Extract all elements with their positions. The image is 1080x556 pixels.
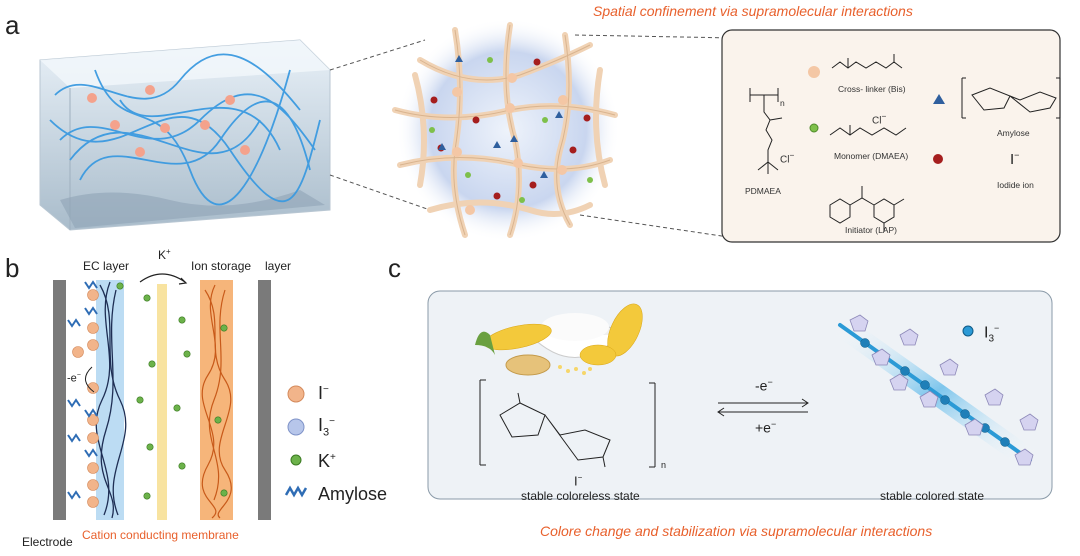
membrane <box>157 284 167 520</box>
electron-label: -e− <box>67 372 81 385</box>
starch-illustration <box>475 303 643 376</box>
ion-storage-label: Ion storage <box>191 259 252 273</box>
dmaea-structure <box>829 125 907 136</box>
ion-storage-layer <box>200 280 233 520</box>
panel-c-letter: c <box>388 253 401 283</box>
legend-iodide: I− <box>318 383 329 403</box>
legend-kplus: K+ <box>318 451 336 471</box>
panel-c-illustration <box>427 290 1053 500</box>
iodide-label: Iodide ion <box>997 180 1034 190</box>
right-state-label: stable colored state <box>880 489 985 503</box>
panel-a-letter: a <box>5 10 20 40</box>
arrow-plus-e: +e− <box>755 419 777 436</box>
panel-b-letter: b <box>5 253 20 283</box>
membrane-label: Cation conducting membrane <box>82 528 239 542</box>
monomer-cl: Cl− <box>872 111 887 127</box>
monomer-label: Monomer (DMAEA) <box>834 151 909 161</box>
panel-b-device <box>53 273 271 520</box>
electrode-label: Electrode <box>22 535 73 549</box>
panel-a-illustration <box>39 18 1061 243</box>
i3-label: I3− <box>984 323 1000 345</box>
i3-legend-dot <box>962 325 974 337</box>
hydrogel-block <box>39 39 331 231</box>
ec-layer-label: EC layer <box>83 259 130 273</box>
left-electrode <box>53 280 66 520</box>
right-electrode <box>258 280 271 520</box>
iodide-legend-dot <box>933 154 943 164</box>
amylose-legend-triangle <box>933 94 945 104</box>
amylose-structure-c <box>479 379 656 468</box>
pdmaea-n: n <box>780 98 785 108</box>
amylose-structure <box>961 77 1061 119</box>
bis-structure <box>831 54 903 69</box>
pdmaea-cl: Cl− <box>780 150 795 166</box>
n-label: n <box>661 460 667 470</box>
pdmaea-label: PDMAEA <box>745 186 781 196</box>
arrow-minus-e: -e− <box>755 377 773 394</box>
initiator-label: Initiator (LAP) <box>845 225 897 235</box>
kplus-top-label: K+ <box>158 247 171 262</box>
iodide-symbol: I− <box>1010 150 1020 168</box>
layer-label: layer <box>265 259 292 273</box>
crosslinker-label: Cross- linker (Bis) <box>838 84 906 94</box>
polymer-network <box>392 18 620 242</box>
amylose-label: Amylose <box>997 128 1030 138</box>
panel-b-legend-markers <box>284 385 308 498</box>
iodide-label-c: I− <box>574 473 583 489</box>
lap-structure <box>829 186 905 232</box>
colored-helix <box>829 314 1041 471</box>
legend-amylose: Amylose <box>318 484 388 504</box>
panel-c-caption: Colore change and stabilization via supr… <box>540 523 933 539</box>
left-state-label: stable coloreless state <box>521 489 640 503</box>
legend-triiodide: I3− <box>318 415 335 439</box>
pdmaea-structure <box>749 88 783 174</box>
panel-a-title: Spatial confinement via supramolecular i… <box>593 3 913 19</box>
